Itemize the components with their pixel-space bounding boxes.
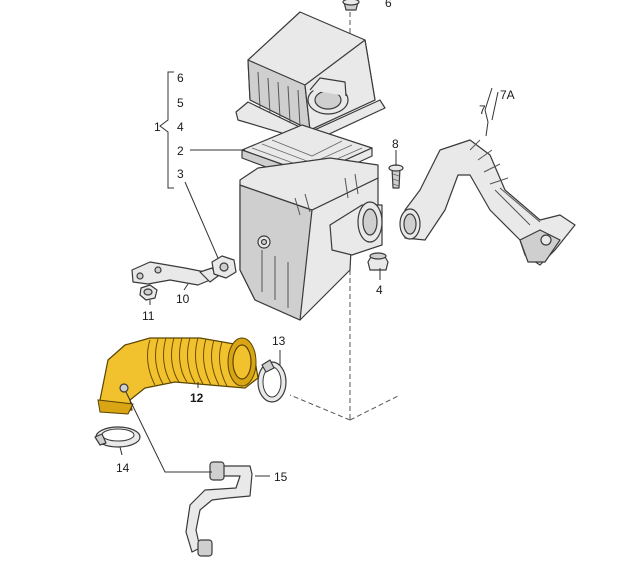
top-screw: [342, 0, 360, 11]
screw-8: [388, 164, 404, 189]
callout-13: 13: [272, 334, 286, 348]
hose-clamp-14: [94, 426, 141, 448]
callout-14: 14: [116, 461, 130, 475]
callout-4: 4: [177, 120, 184, 134]
callout-7: 7: [479, 103, 486, 117]
callout-6-top: 6: [385, 0, 392, 10]
vent-hose-15: [185, 461, 253, 557]
callout-8: 8: [392, 137, 399, 151]
callout-5: 5: [177, 96, 184, 110]
callout-labels: 6 6 5 4 1 2 3 8 4 7 7A 10 11 12 13 14 15: [116, 0, 515, 484]
callout-3: 3: [177, 167, 184, 181]
rubber-mount-3: [211, 255, 237, 279]
callout-15: 15: [274, 470, 288, 484]
callout-11: 11: [142, 309, 155, 323]
leader-lines: [119, 71, 499, 477]
callout-1: 1: [154, 120, 161, 134]
intake-duct-12-highlighted: [97, 337, 259, 415]
hose-clamp-13: [257, 359, 287, 403]
bracket-10: [131, 261, 219, 286]
callout-12: 12: [190, 391, 204, 405]
callout-2: 2: [177, 144, 184, 158]
callout-4-right: 4: [376, 283, 383, 297]
filter-housing-lower: [239, 157, 383, 321]
intake-hose: [399, 139, 576, 266]
callout-7a: 7A: [500, 88, 515, 102]
callout-10: 10: [176, 292, 190, 306]
nut-11: [139, 284, 158, 301]
filter-housing-lid: [235, 11, 386, 143]
grommet-4: [367, 252, 389, 271]
callout-6: 6: [177, 71, 184, 85]
